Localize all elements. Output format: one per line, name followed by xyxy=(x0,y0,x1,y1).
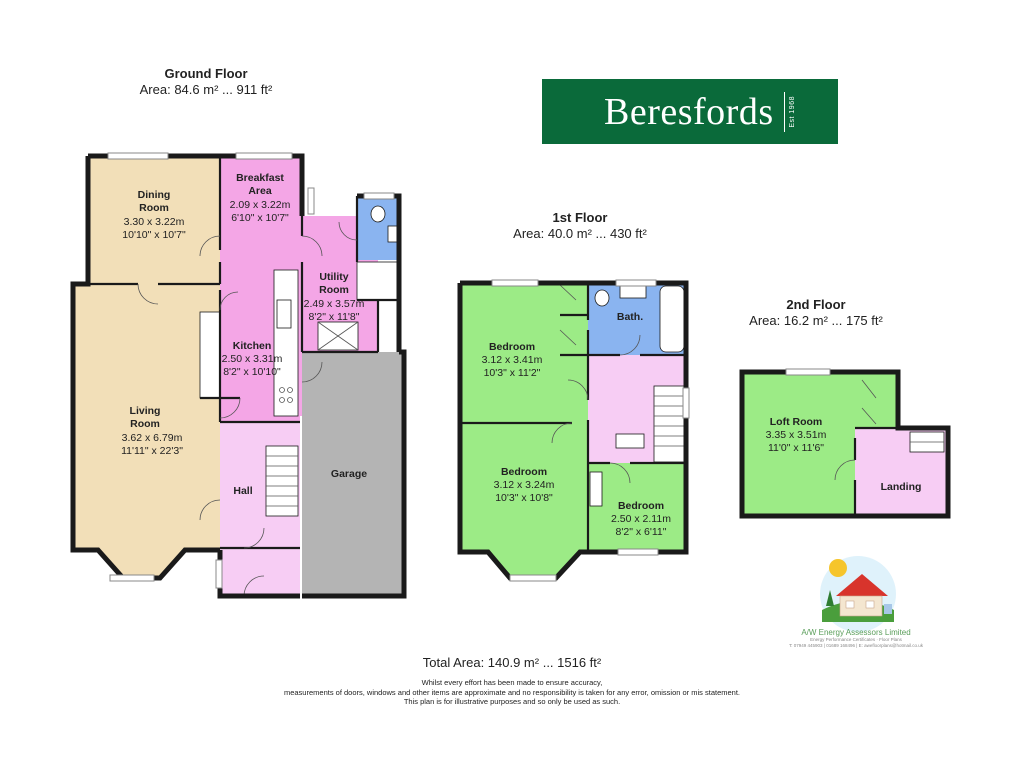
second-floor-heading: 2nd Floor Area: 16.2 m² ... 175 ft² xyxy=(716,297,916,329)
living-room-area xyxy=(73,284,220,578)
assessor-house-icon xyxy=(820,556,896,632)
airing-cupboard xyxy=(615,433,645,449)
second-floor-title: 2nd Floor xyxy=(786,297,846,312)
bedroom-1-area xyxy=(460,283,588,423)
bedroom-2-area xyxy=(460,423,588,578)
bedroom-1-metric: 3.12 x 3.41m xyxy=(482,354,543,366)
first-floor-staircase xyxy=(653,385,685,463)
ground-floor-title: Ground Floor xyxy=(164,66,248,81)
disclaimer-line: This plan is for illustrative purposes a… xyxy=(403,697,621,706)
ground-floor-plan xyxy=(70,152,407,599)
loft-room-name: Loft Room xyxy=(770,416,823,428)
loft-room-metric: 3.35 x 3.51m xyxy=(766,429,827,441)
second-floor-plan xyxy=(739,368,951,519)
utility-room-name-1: Utility xyxy=(319,271,348,283)
bedroom-2-imperial: 10'3" x 10'8" xyxy=(495,492,553,504)
kitchen-imperial: 8'2" x 10'10" xyxy=(223,366,281,378)
bedroom-3-metric: 2.50 x 2.11m xyxy=(611,513,671,525)
bathroom-toilet xyxy=(594,289,610,307)
kitchen-metric: 2.50 x 3.31m xyxy=(222,353,283,365)
bedroom-3-cupboard xyxy=(589,471,603,507)
dining-room-metric: 3.30 x 3.22m xyxy=(124,216,185,228)
total-area: Total Area: 140.9 m² ... 1516 ft² xyxy=(422,655,602,670)
assessor-contact: T: 07949 445903 | 01689 168496 | E: awef… xyxy=(789,643,923,648)
bedroom-3-name: Bedroom xyxy=(618,500,664,512)
hob-ring xyxy=(287,387,293,393)
disclaimer-line: Whilst every effort has been made to ens… xyxy=(421,678,603,687)
assessor-tagline: Energy Performance Certificates · Floor … xyxy=(810,637,902,642)
garage-name: Garage xyxy=(331,468,367,480)
utility-room-metric: 2.49 x 3.57m xyxy=(304,298,365,310)
wc-toilet xyxy=(370,205,386,223)
hall-name: Hall xyxy=(233,485,252,497)
first-floor-title: 1st Floor xyxy=(552,210,608,225)
hob-ring xyxy=(287,397,293,403)
disclaimer-line: measurements of doors, windows and other… xyxy=(283,687,741,697)
ground-floor-heading: Ground Floor Area: 84.6 m² ... 911 ft² xyxy=(106,66,306,98)
first-floor-heading: 1st Floor Area: 40.0 m² ... 430 ft² xyxy=(480,210,680,242)
kitchen-sink xyxy=(276,299,292,329)
fireplace-recess xyxy=(199,311,221,399)
first-floor-windows xyxy=(491,279,690,582)
dining-room-imperial: 10'10" x 10'7" xyxy=(122,229,186,241)
bedroom-1-name: Bedroom xyxy=(489,341,535,353)
dining-room-name-1: Dining xyxy=(138,189,171,201)
logo-brand: Beresfords xyxy=(604,90,774,133)
hob-ring xyxy=(279,397,285,403)
beresfords-logo: Beresfords Est 1968 xyxy=(542,79,838,144)
breakfast-area-name-1: Breakfast xyxy=(236,172,284,184)
utility-room-name-2: Room xyxy=(319,284,349,296)
loft-landing-name: Landing xyxy=(881,481,922,493)
bathtub xyxy=(659,285,685,353)
second-floor-area: Area: 16.2 m² ... 175 ft² xyxy=(749,313,883,328)
bedroom-1-imperial: 10'3" x 11'2" xyxy=(484,367,541,379)
hall-staircase xyxy=(265,445,299,517)
dining-room-area xyxy=(88,156,220,284)
breakfast-area-metric: 2.09 x 3.22m xyxy=(230,199,291,211)
first-floor-plan xyxy=(457,279,690,582)
bathroom-basin xyxy=(619,285,647,299)
assessor-name: A/W Energy Assessors Limited xyxy=(801,628,911,637)
bedroom-3-imperial: 8'2" x 6'11" xyxy=(616,526,667,538)
assessor-credit: A/W Energy Assessors Limited Energy Perf… xyxy=(776,628,936,649)
bath-name: Bath. xyxy=(617,311,643,323)
dining-room-name-2: Room xyxy=(139,202,169,214)
room-labels: Dining Room 3.30 x 3.22m 10'10" x 10'7" … xyxy=(121,172,921,538)
ground-windows xyxy=(107,152,395,589)
ground-floor-area: Area: 84.6 m² ... 911 ft² xyxy=(139,82,273,97)
loft-window xyxy=(785,368,831,376)
breakfast-area-imperial: 6'10" x 10'7" xyxy=(231,212,289,224)
loft-room-imperial: 11'0" x 11'6" xyxy=(768,442,824,454)
kitchen-worktop xyxy=(273,269,299,417)
garage-area xyxy=(302,352,404,596)
utility-shower xyxy=(356,261,400,301)
bedroom-2-metric: 3.12 x 3.24m xyxy=(494,479,555,491)
disclaimer: Whilst every effort has been made to ens… xyxy=(0,678,1024,707)
living-room-name-1: Living xyxy=(130,405,161,417)
bedroom-3-area xyxy=(588,463,686,552)
living-room-name-2: Room xyxy=(130,418,160,430)
bedroom-2-name: Bedroom xyxy=(501,466,547,478)
first-floor-area: Area: 40.0 m² ... 430 ft² xyxy=(513,226,647,241)
hob-ring xyxy=(279,387,285,393)
utility-room-imperial: 8'2" x 11'8" xyxy=(309,311,360,323)
kitchen-name: Kitchen xyxy=(233,340,272,352)
logo-divider xyxy=(783,91,785,132)
living-room-imperial: 11'11" x 22'3" xyxy=(121,445,183,457)
breakfast-area-name-2: Area xyxy=(248,185,272,197)
living-room-metric: 3.62 x 6.79m xyxy=(122,432,183,444)
